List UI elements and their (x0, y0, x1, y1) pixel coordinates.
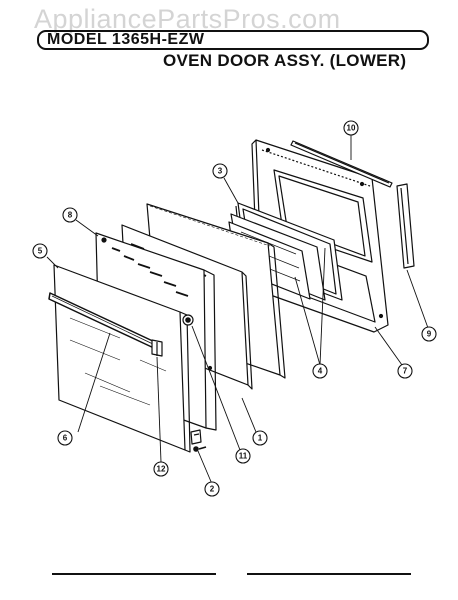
callout-2: 2 (210, 485, 215, 494)
footer-rule-left (52, 573, 216, 575)
leader-7 (374, 326, 403, 366)
footer-rule-right (247, 573, 411, 575)
callout-5-circle (32, 243, 48, 259)
callout-12: 12 (157, 465, 166, 474)
callout-7: 7 (403, 367, 408, 376)
bumper (182, 314, 194, 326)
callout-6: 6 (63, 434, 68, 443)
leader-3 (223, 177, 239, 204)
callout-11-circle (235, 448, 251, 464)
leader-4b (294, 276, 321, 366)
leader-12 (156, 356, 162, 463)
callout-5: 5 (38, 247, 43, 256)
callout-1: 1 (258, 434, 263, 443)
callout-2-circle (204, 481, 220, 497)
model-label: MODEL 1365H-EZW (47, 31, 205, 48)
model-banner: MODEL 1365H-EZW (37, 30, 429, 50)
watermark: AppliancePartsPros.com (34, 4, 341, 34)
leader-6 (77, 332, 111, 433)
hinge-clip (190, 429, 207, 452)
callout-9: 9 (427, 330, 432, 339)
callout-8: 8 (68, 211, 73, 220)
leader-9 (406, 269, 429, 329)
callout-4: 4 (318, 367, 323, 376)
leader-4a (319, 247, 326, 366)
callout-4-circle (312, 363, 328, 379)
leader-8 (75, 219, 99, 237)
callout-3: 3 (218, 167, 223, 176)
leader-2 (197, 450, 213, 485)
callout-9-circle (421, 326, 437, 342)
leader-1 (241, 397, 257, 433)
leader-11 (191, 325, 241, 451)
callout-10: 10 (347, 124, 356, 133)
callout-12-circle (153, 461, 169, 477)
callout-3-circle (212, 163, 228, 179)
top-channel (290, 140, 393, 188)
handle-bracket (151, 339, 163, 357)
leader-5 (46, 256, 59, 269)
callout-11: 11 (239, 452, 248, 461)
callout-8-circle (62, 207, 78, 223)
callout-10-circle (343, 120, 359, 136)
side-channel (396, 183, 415, 269)
callout-6-circle (57, 430, 73, 446)
callout-7-circle (397, 363, 413, 379)
callout-1-circle (252, 430, 268, 446)
page-title: OVEN DOOR ASSY. (LOWER) (163, 51, 407, 70)
